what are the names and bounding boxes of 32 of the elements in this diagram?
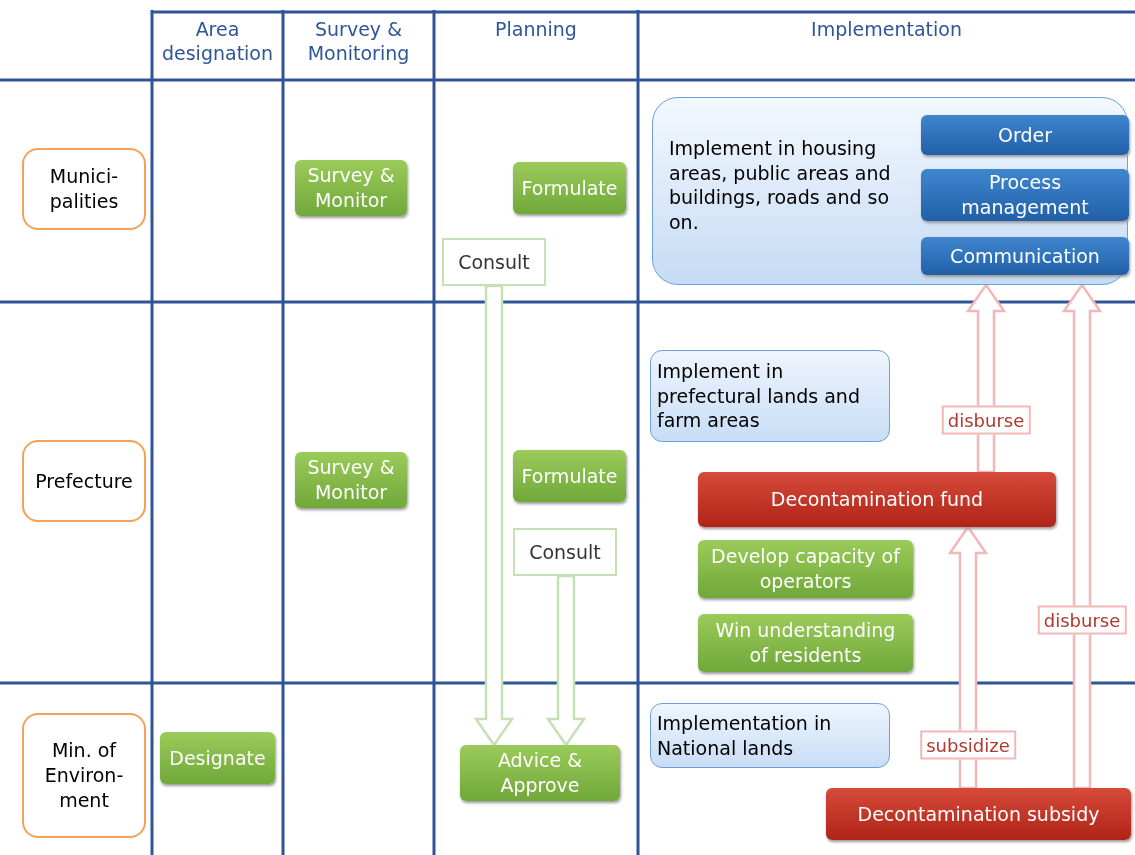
process-box: Advice & Approve [460, 745, 620, 801]
process-box: Formulate [513, 450, 626, 502]
process-box: Formulate [513, 162, 626, 214]
description-text: Implement in housing areas, public areas and buildings, roads and so on. [669, 136, 892, 235]
block-arrow [1061, 282, 1103, 790]
column-header: Implementation [810, 18, 963, 42]
row-header: Prefecture [22, 440, 146, 522]
process-group [652, 97, 1128, 285]
consult-box: Consult [442, 238, 546, 286]
consult-box: Consult [513, 528, 617, 576]
fund-box: Decontamination fund [698, 472, 1056, 527]
fund-box: Decontamination subsidy [826, 788, 1131, 840]
row-header: Munici- palities [22, 148, 146, 230]
column-header: Survey & Monitoring [306, 18, 411, 66]
process-box: Process management [921, 169, 1129, 221]
process-box: Develop capacity of operators [698, 540, 913, 598]
process-box: Implement in prefectural lands and farm areas [650, 350, 890, 442]
process-box: Implementation in National lands [650, 703, 890, 768]
edge-label: disburse [941, 405, 1031, 435]
block-arrow [545, 574, 587, 748]
process-box: Designate [160, 732, 275, 784]
process-box: Communication [921, 237, 1129, 275]
column-header: Area designation [160, 18, 275, 66]
edge-label: subsidize [920, 730, 1016, 760]
process-box: Survey & Monitor [295, 160, 407, 216]
process-box: Survey & Monitor [295, 452, 407, 508]
block-arrow [473, 284, 515, 748]
process-box: Order [921, 115, 1129, 155]
process-box: Win understanding of residents [698, 614, 913, 672]
column-header: Planning [494, 18, 578, 42]
row-header: Min. of Environ- ment [22, 713, 146, 838]
edge-label: disburse [1037, 605, 1127, 635]
